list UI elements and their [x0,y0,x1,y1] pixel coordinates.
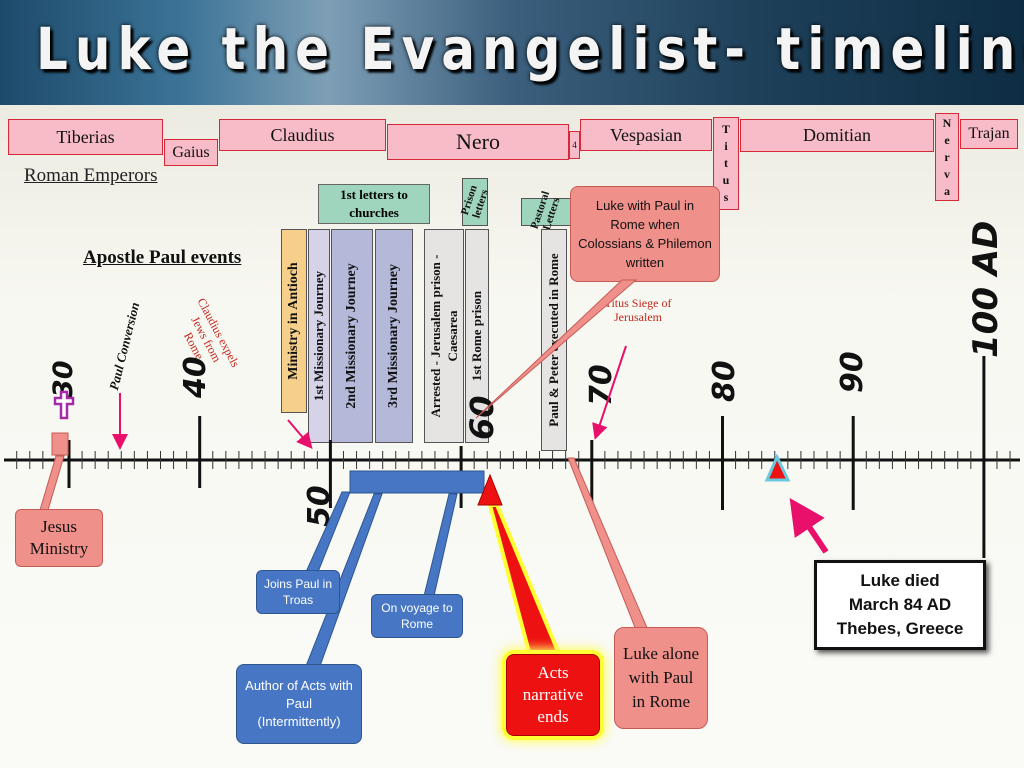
author-acts-text: Author of Acts with Paul (Intermittently… [245,678,353,729]
on-voyage-text: On voyage to Rome [381,601,453,631]
antioch-arrow [287,419,313,450]
roman-emperors-label: Roman Emperors [24,165,158,186]
jesus-ministry-text: Jesus Ministry [29,517,89,558]
joins-paul-pointer [305,491,351,573]
header-background [0,0,1024,110]
rome-prison-box: 1st Rome prison [465,229,489,443]
luke-with-paul-callout: Luke with Paul in Rome when Colossians &… [570,186,720,282]
titus-letter: t [724,156,728,170]
first-journey-box: 1st Missionary Journey [308,229,330,443]
luke-alone-callout: Luke alone with Paul in Rome [614,627,708,729]
luke-with-paul-text: Luke with Paul in Rome when Colossians &… [578,198,712,270]
luke-died-marker [764,453,791,482]
nerva-letter: e [944,132,950,147]
emperor-tiberias: Tiberias [8,119,163,155]
titus-letter: s [723,190,729,204]
emperor-gaius: Gaius [164,139,218,166]
acts-ends-callout: Acts narrative ends [506,654,600,736]
nerva-letter: a [944,183,950,198]
nerva-letter: v [944,166,950,181]
luke-died-callout: Luke died March 84 AD Thebes, Greece [814,560,986,650]
cross-icon [53,390,75,420]
acts-ends-marker [477,473,503,506]
first-letters-label: 1st letters to churches [340,187,408,220]
joins-paul-text: Joins Paul in Troas [263,577,333,607]
emperor-four: 4 [569,131,580,159]
luke-alone-pointer [567,457,649,631]
arrested-box: Arrested - Jerusalem prison - Caesarea [424,229,464,443]
emperor-claudius: Claudius [219,119,386,151]
emperor-domitian: Domitian [740,119,934,152]
titus-siege-text: Titus Siege of Jerusalem [604,296,672,324]
emperor-nero: Nero [387,124,569,160]
apostle-paul-events-label: Apostle Paul events [83,247,242,268]
acts-ends-text: Acts narrative ends [522,663,584,726]
jesus-callout-pointer [39,455,65,511]
titus-letter: T [721,122,730,136]
jesus-ministry-callout: Jesus Ministry [15,509,103,567]
luke-with-paul-pointer [475,279,638,419]
third-journey-box: 3rd Missionary Journey [375,229,413,443]
second-journey-box: 2nd Missionary Journey [331,229,373,443]
titus-letter: i [724,139,728,153]
titus-siege-arrow [592,345,627,440]
emperor-vespasian: Vespasian [580,119,712,151]
emperor-trajan: Trajan [960,119,1018,149]
luke-alone-text: Luke alone with Paul in Rome [623,644,699,711]
on-voyage-callout: On voyage to Rome [371,594,463,638]
titus-letter: u [722,173,730,187]
ministry-antioch-box: Ministry in Antioch [281,229,307,413]
nerva-letter: r [944,149,950,164]
joins-paul-callout: Joins Paul in Troas [256,570,340,614]
nerva-letter: N [942,115,952,130]
luke-with-paul-bar [349,470,485,494]
on-voyage-pointer [423,493,458,597]
first-letters-box: 1st letters to churches [318,184,430,224]
author-acts-callout: Author of Acts with Paul (Intermittently… [236,664,362,744]
luke-died-text: Luke died March 84 AD Thebes, Greece [836,571,964,638]
jesus-ministry-marker [51,432,69,456]
slide-title: Luke the Evangelist- timeline [36,16,1024,83]
titus-siege-label: Titus Siege of Jerusalem [604,296,672,324]
acts-ends-pointer-glow [488,503,562,658]
prison-letters-box: Prison letters [459,178,491,226]
luke-died-arrow [789,498,829,554]
